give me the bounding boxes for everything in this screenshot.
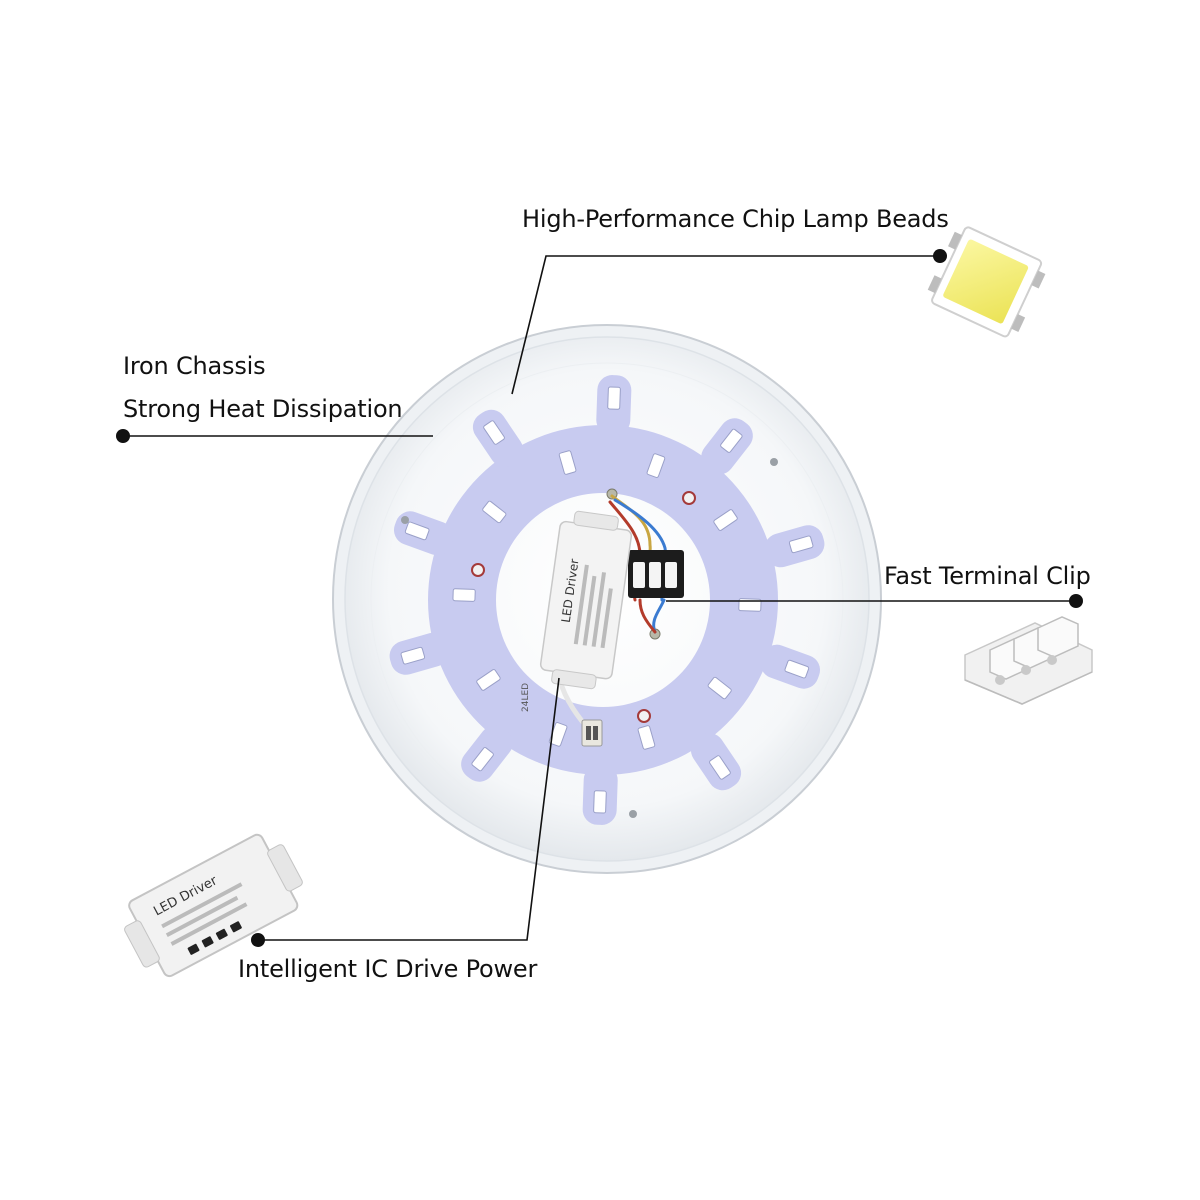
screw bbox=[682, 491, 696, 505]
led-bead bbox=[593, 790, 607, 814]
rivet bbox=[770, 458, 778, 466]
output-connector bbox=[581, 719, 603, 747]
dot-chassis bbox=[116, 429, 130, 443]
rivet bbox=[629, 810, 637, 818]
dot-drive-power bbox=[251, 933, 265, 947]
led-driver-box: LED Driver bbox=[539, 510, 633, 690]
led-bead bbox=[452, 588, 476, 602]
dot-terminal bbox=[1069, 594, 1083, 608]
leader-line-lamp-beads bbox=[511, 255, 940, 395]
leader-dots bbox=[116, 249, 1083, 947]
led-bead bbox=[709, 755, 731, 780]
led-bead bbox=[720, 428, 743, 453]
screw bbox=[637, 709, 651, 723]
terminal-clip-inset bbox=[964, 616, 1093, 705]
leader-line-drive-power bbox=[258, 677, 560, 941]
smd-chip-inset bbox=[927, 226, 1046, 338]
led-bead bbox=[558, 450, 577, 475]
screw bbox=[471, 563, 485, 577]
led-bead bbox=[404, 521, 430, 541]
pcb-ring-body bbox=[428, 425, 778, 775]
pcb-tag: 24LED bbox=[521, 683, 531, 712]
led-bead bbox=[788, 535, 814, 554]
leader-lines bbox=[123, 255, 1076, 941]
led-bead bbox=[607, 386, 621, 410]
dot-lamp-beads bbox=[933, 249, 947, 263]
led-bead bbox=[738, 598, 762, 612]
led-bead bbox=[482, 500, 507, 524]
led-bead bbox=[707, 676, 732, 700]
chassis-label-line1: Iron Chassis bbox=[123, 352, 266, 380]
led-bead bbox=[483, 420, 505, 445]
lamp-beads-label: High-Performance Chip Lamp Beads bbox=[522, 205, 949, 233]
terminal-clip-label: Fast Terminal Clip bbox=[884, 562, 1091, 590]
light-fixture: LED Driver 24LED bbox=[332, 324, 882, 874]
led-bead bbox=[637, 725, 656, 750]
mounting-screws bbox=[401, 458, 778, 818]
led-bead bbox=[784, 659, 810, 679]
terminal-block bbox=[628, 550, 684, 598]
drive-power-label: Intelligent IC Drive Power bbox=[238, 955, 538, 983]
led-bead bbox=[400, 646, 426, 665]
led-bead bbox=[476, 669, 501, 691]
chassis-label-line2: Strong Heat Dissipation bbox=[123, 395, 403, 423]
rivet bbox=[401, 516, 409, 524]
led-beads bbox=[400, 386, 814, 814]
led-bead bbox=[713, 509, 738, 531]
inner-rim-line bbox=[370, 362, 844, 836]
led-bead bbox=[471, 747, 494, 772]
chip-phosphor bbox=[943, 239, 1029, 324]
led-bead bbox=[646, 453, 666, 478]
